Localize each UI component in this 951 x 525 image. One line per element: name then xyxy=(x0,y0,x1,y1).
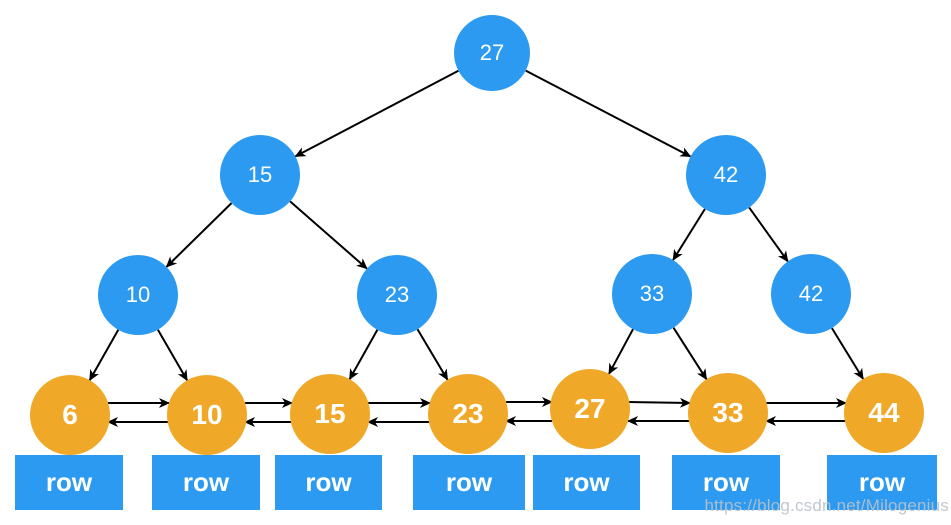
internal-node-l3-23: 23 xyxy=(357,255,437,335)
row-box-4: row xyxy=(413,455,525,510)
row-box-2: row xyxy=(152,455,260,510)
edge-10-6 xyxy=(88,329,120,382)
leaf-link-right-27-33 xyxy=(627,397,691,408)
edge-15-23 xyxy=(289,200,368,270)
internal-node-l1-27: 27 xyxy=(454,15,530,91)
internal-node-l3-42: 42 xyxy=(771,254,851,334)
row-box-6: row xyxy=(672,455,780,510)
edge-42-44 xyxy=(831,327,864,380)
leaf-node-6: 6 xyxy=(30,375,110,455)
leaf-node-27: 27 xyxy=(550,369,630,449)
watermark: https://blog.csdn.net/Milogenius xyxy=(704,496,949,515)
leaf-node-23: 23 xyxy=(428,374,508,454)
edge-27-15 xyxy=(294,69,459,158)
edge-10-10 xyxy=(157,329,188,382)
leaf-node-10: 10 xyxy=(167,375,247,455)
leaf-node-15: 15 xyxy=(290,374,370,454)
row-box-7: row xyxy=(827,455,937,510)
edge-33-33 xyxy=(672,327,708,381)
row-box-1: row xyxy=(15,455,123,510)
edge-33-27 xyxy=(608,328,634,375)
edge-42-42 xyxy=(748,207,789,263)
row-box-3: row xyxy=(275,455,382,510)
internal-node-l3-33: 33 xyxy=(612,254,692,334)
edge-27-42 xyxy=(525,69,692,158)
row-box-5: row xyxy=(533,455,640,510)
internal-node-l3-10: 10 xyxy=(98,255,178,335)
edge-23-23 xyxy=(416,328,449,381)
edge-15-10 xyxy=(165,202,233,268)
leaf-node-33: 33 xyxy=(688,373,768,453)
leaf-node-44: 44 xyxy=(844,373,924,453)
internal-node-l2-15: 15 xyxy=(220,135,300,215)
edge-42-33 xyxy=(672,208,706,261)
internal-node-l2-42: 42 xyxy=(686,135,766,215)
edge-23-15 xyxy=(348,329,379,381)
